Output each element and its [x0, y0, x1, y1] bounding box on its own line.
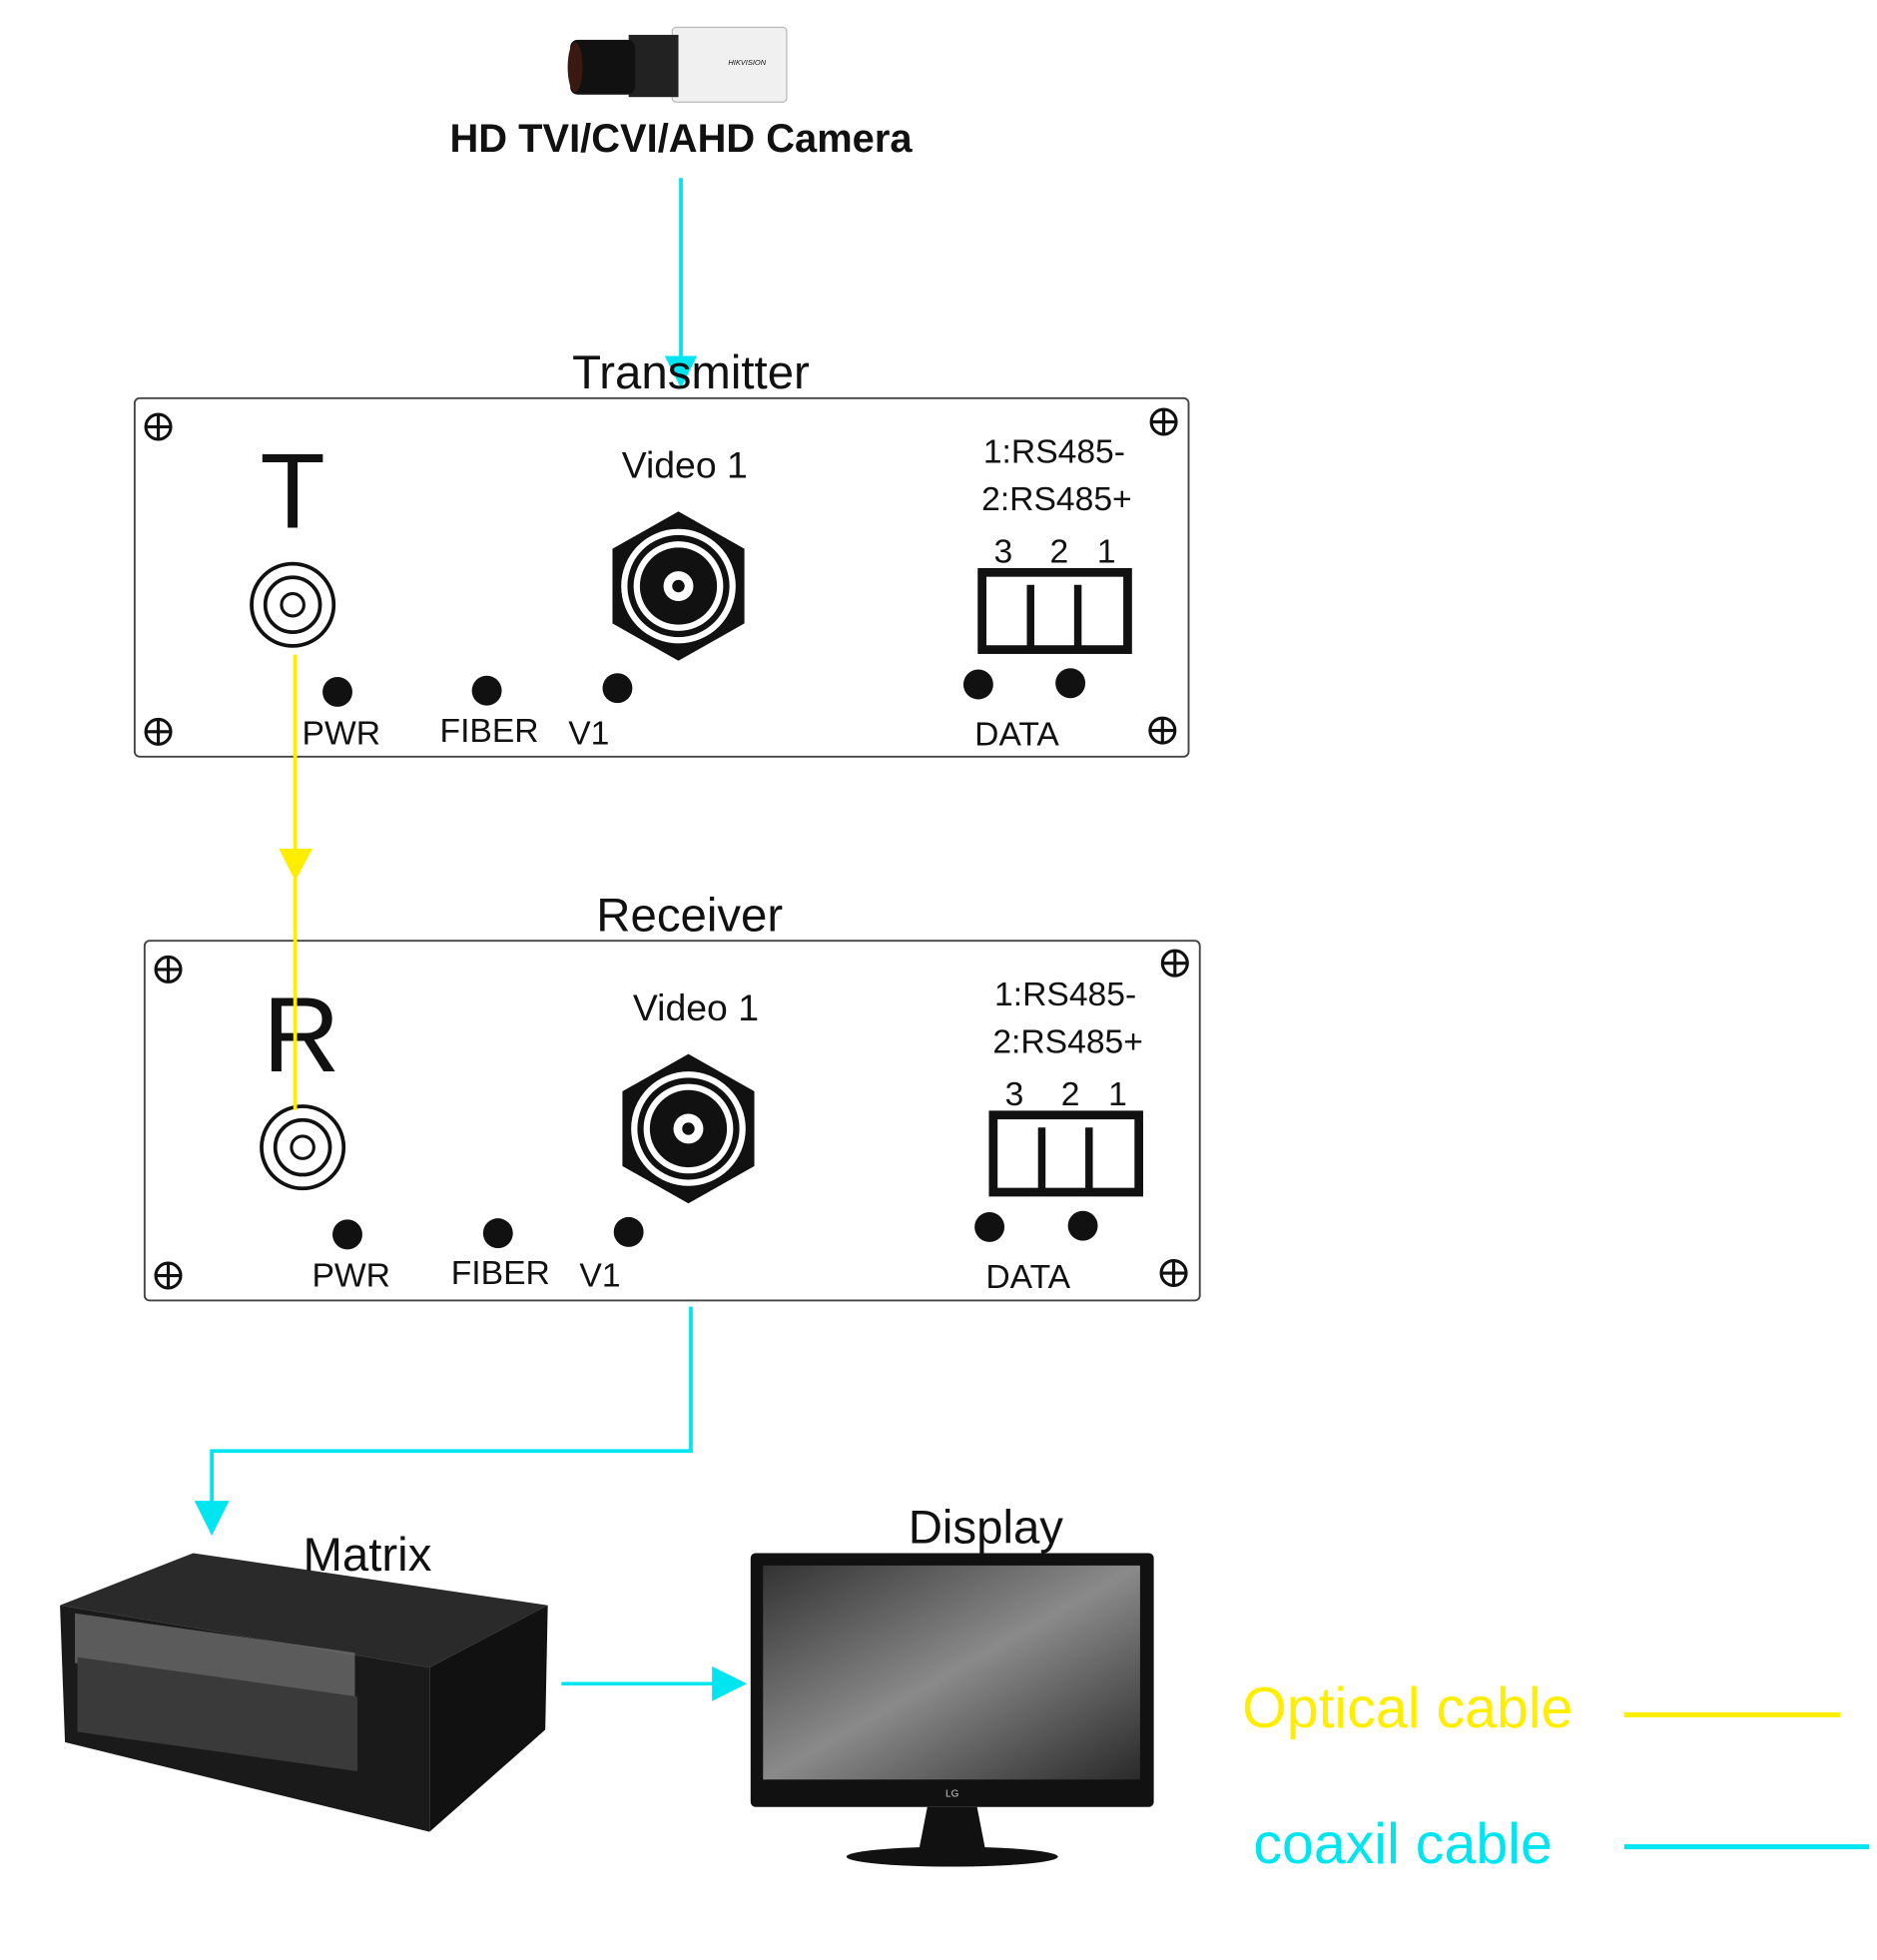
transmitter-letter: T — [260, 430, 324, 550]
pin-label: 1 — [1097, 533, 1116, 570]
screw-icon — [1159, 1258, 1188, 1288]
pin-label: 2 — [1061, 1076, 1080, 1113]
rs485-minus-label: 1:RS485- — [994, 977, 1136, 1013]
fiber-label: FIBER — [440, 713, 539, 750]
coax-cable-camera — [664, 178, 698, 388]
display-monitor: LG — [750, 1553, 1154, 1867]
matrix-label: Matrix — [303, 1529, 431, 1582]
screw-icon — [1148, 716, 1177, 745]
fiber-label: FIBER — [451, 1255, 550, 1292]
legend-optical-label: Optical cable — [1242, 1676, 1572, 1740]
camera: HIKVISION — [567, 26, 788, 103]
pwr-led — [332, 1219, 362, 1250]
rs485-plus-label: 2:RS485+ — [992, 1023, 1143, 1060]
receiver-title: Receiver — [596, 889, 783, 942]
pin-label: 3 — [993, 533, 1012, 570]
display-label: Display — [909, 1501, 1064, 1554]
screw-icon — [154, 1261, 183, 1290]
screw-icon — [144, 412, 173, 441]
screw-icon — [154, 955, 183, 983]
receiver-letter: R — [263, 975, 339, 1094]
screw-icon — [144, 717, 173, 746]
legend-coax-label: coaxil cable — [1253, 1812, 1553, 1876]
v1-label: V1 — [579, 1258, 620, 1295]
arrow-down-icon — [279, 849, 313, 882]
fiber-port-icon — [260, 1104, 346, 1191]
fiber-led — [471, 675, 502, 706]
data-led — [974, 1211, 1005, 1242]
transmitter-panel: T Video 1 1:RS485- 2:RS485+ 3 2 1 PWR FI… — [133, 396, 1190, 758]
data-label: DATA — [974, 717, 1059, 754]
data-label: DATA — [985, 1259, 1070, 1296]
v1-led — [602, 673, 633, 704]
pin-label: 3 — [1005, 1076, 1024, 1113]
data-led — [1055, 668, 1086, 699]
rs485-plus-label: 2:RS485+ — [981, 481, 1132, 518]
pwr-label: PWR — [303, 715, 380, 752]
terminal-block-icon — [988, 1110, 1144, 1197]
v1-led — [613, 1216, 644, 1247]
v1-label: V1 — [568, 715, 609, 752]
camera-label: HD TVI/CVI/AHD Camera — [449, 117, 913, 161]
data-led — [962, 669, 993, 700]
matrix-device — [60, 1553, 548, 1832]
fiber-port-icon — [250, 561, 336, 648]
coax-cable-matrix-display — [561, 1665, 748, 1701]
screw-icon — [1149, 407, 1178, 436]
pin-label: 2 — [1050, 533, 1069, 570]
pwr-led — [322, 677, 352, 707]
data-led — [1067, 1210, 1098, 1241]
legend: Optical cable coaxil cable — [1242, 1676, 1870, 1876]
camera-brand: HIKVISION — [728, 58, 766, 67]
arrow-down-icon — [664, 355, 698, 388]
rs485-minus-label: 1:RS485- — [983, 434, 1125, 471]
coax-cable-receiver-matrix — [194, 1306, 693, 1536]
bnc-connector-icon — [622, 1053, 755, 1204]
bnc-connector-icon — [612, 511, 745, 661]
pwr-label: PWR — [312, 1258, 389, 1295]
video-label: Video 1 — [622, 444, 748, 486]
arrow-down-icon — [194, 1501, 230, 1536]
fiber-led — [482, 1218, 513, 1249]
pin-label: 1 — [1108, 1076, 1127, 1113]
display-brand: LG — [945, 1789, 959, 1800]
video-label: Video 1 — [633, 986, 759, 1028]
transmitter-title: Transmitter — [572, 346, 810, 399]
receiver-panel: Receiver R Video 1 1:RS485- 2:RS485+ 3 2… — [143, 889, 1201, 1302]
screw-icon — [1160, 949, 1189, 978]
arrow-right-icon — [712, 1665, 748, 1701]
optical-cable — [279, 654, 313, 1110]
terminal-block-icon — [977, 567, 1132, 654]
